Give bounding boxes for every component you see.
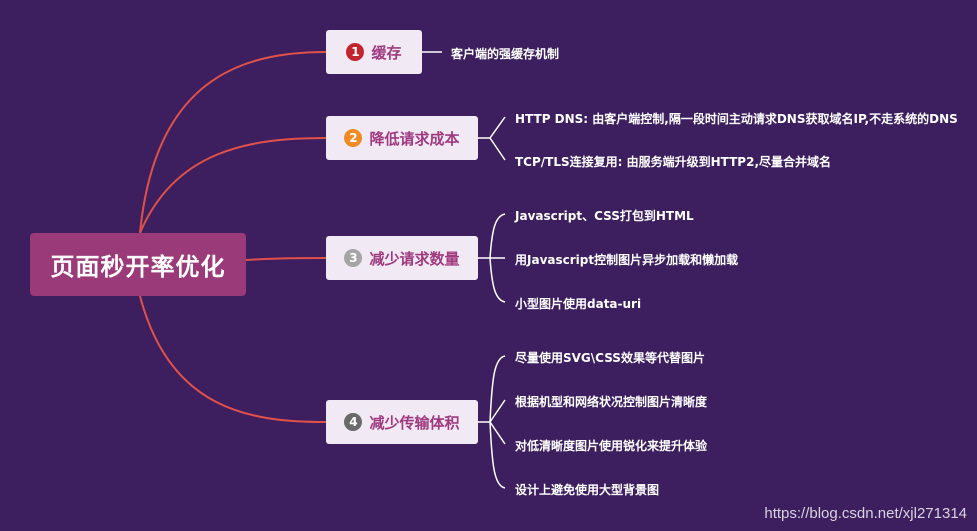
leaf-3-3[interactable]: 小型图片使用data-uri bbox=[515, 297, 642, 311]
number-badge-1: 1 bbox=[346, 43, 365, 61]
branch-label-4: 减少传输体积 bbox=[369, 413, 460, 432]
watermark: https://blog.csdn.net/xjl271314 bbox=[764, 505, 967, 522]
number-badge-4: 4 bbox=[344, 413, 363, 431]
branch-label-1: 缓存 bbox=[371, 43, 402, 62]
connector-root-branch-3 bbox=[245, 257, 327, 261]
leaf-2-1[interactable]: HTTP DNS: 由客户端控制,隔一段时间主动请求DNS获取域名IP,不走系统… bbox=[515, 112, 958, 126]
leaf-3-1[interactable]: Javascript、CSS打包到HTML bbox=[515, 209, 694, 223]
leaf-4-4[interactable]: 设计上避免使用大型背景图 bbox=[515, 483, 660, 497]
branch-node-2[interactable]: 2 降低请求成本 bbox=[326, 116, 478, 160]
branch-node-1[interactable]: 1 缓存 bbox=[326, 30, 422, 74]
branch-node-4[interactable]: 4 减少传输体积 bbox=[326, 400, 478, 444]
connector-root-branch-2 bbox=[139, 137, 327, 234]
connector-root-branch-1 bbox=[139, 51, 327, 234]
number-badge-3: 3 bbox=[344, 249, 363, 267]
connector-branch-4-leaves bbox=[478, 355, 506, 489]
number-badge-2: 2 bbox=[344, 129, 363, 147]
leaf-3-2[interactable]: 用Javascript控制图片异步加载和懒加载 bbox=[515, 253, 739, 267]
connector-branch-3-leaves bbox=[478, 213, 506, 303]
branch-label-2: 降低请求成本 bbox=[369, 129, 460, 148]
leaf-4-2[interactable]: 根据机型和网络状况控制图片清晰度 bbox=[515, 395, 708, 409]
leaf-4-3[interactable]: 对低清晰度图片使用锐化来提升体验 bbox=[515, 439, 708, 453]
root-node[interactable]: 页面秒开率优化 bbox=[30, 233, 246, 296]
connector-root-branch-4 bbox=[139, 295, 327, 423]
connector-branch-2-leaves bbox=[478, 116, 506, 161]
root-label: 页面秒开率优化 bbox=[50, 253, 226, 281]
branch-label-3: 减少请求数量 bbox=[369, 249, 460, 268]
leaf-1-1[interactable]: 客户端的强缓存机制 bbox=[451, 47, 560, 61]
leaf-2-2[interactable]: TCP/TLS连接复用: 由服务端升级到HTTP2,尽量合并域名 bbox=[515, 155, 832, 169]
leaf-4-1[interactable]: 尽量使用SVG\CSS效果等代替图片 bbox=[515, 351, 705, 365]
branch-node-3[interactable]: 3 减少请求数量 bbox=[326, 236, 478, 280]
